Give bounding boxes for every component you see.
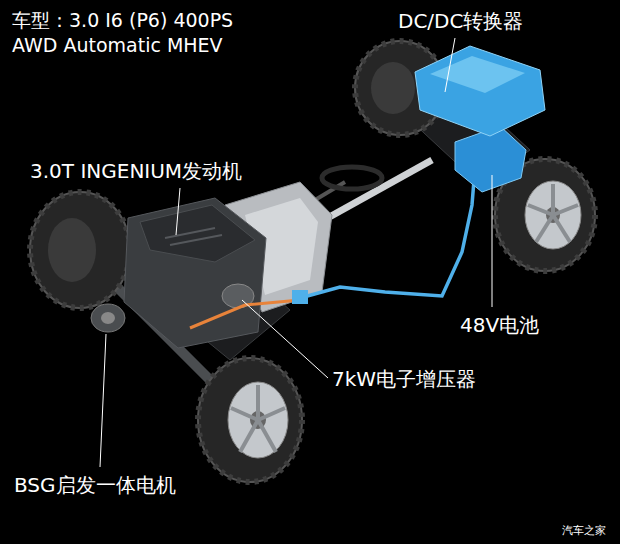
part-label: BSG启发一体电机 <box>14 472 176 498</box>
title-text: 车型：3.0 I6 (P6) 400PS AWD Automatic MHEV <box>12 8 257 57</box>
part-label: 7kW电子增压器 <box>332 366 476 392</box>
part-label: DC/DC转换器 <box>398 8 523 34</box>
part-label: 48V电池 <box>460 312 539 338</box>
part-label: 3.0T INGENIUM发动机 <box>30 158 242 184</box>
watermark: 汽车之家 <box>562 524 606 538</box>
